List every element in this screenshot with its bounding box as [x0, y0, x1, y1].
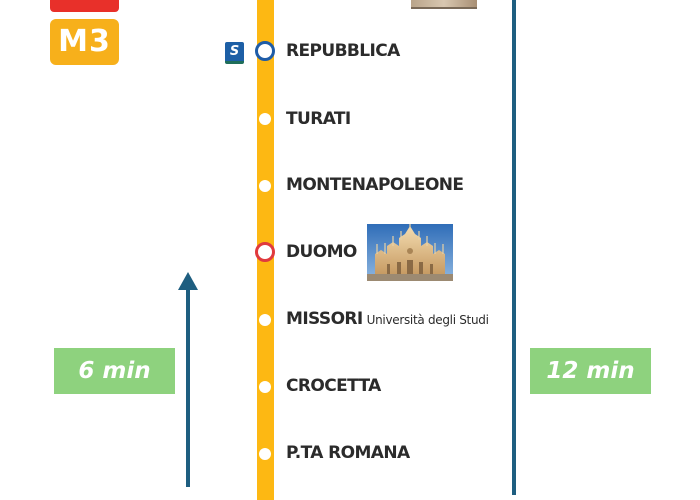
station-label-duomo: DUOMO	[286, 242, 357, 262]
station-marker-turati	[259, 113, 271, 125]
station-label-turati: TURATI	[286, 109, 351, 129]
station-label-montenapoleone: MONTENAPOLEONE	[286, 175, 464, 195]
travel-time-6min: 6 min	[54, 348, 175, 394]
station-marker-porta-romana	[259, 448, 271, 460]
suburban-railway-icon: S	[225, 42, 244, 64]
station-marker-montenapoleone	[259, 180, 271, 192]
travel-time-12min: 12 min	[530, 348, 651, 394]
travel-arrow-left	[186, 286, 190, 487]
station-marker-repubblica	[255, 41, 275, 61]
station-marker-missori	[259, 314, 271, 326]
station-label-repubblica: REPUBBLICA	[286, 41, 400, 61]
station-marker-crocetta	[259, 381, 271, 393]
landmark-photo	[411, 0, 477, 9]
duomo-cathedral-photo	[367, 224, 453, 281]
arrow-up-icon	[178, 272, 198, 290]
station-label-porta-romana: P.TA ROMANA	[286, 443, 410, 463]
station-label-crocetta: CROCETTA	[286, 376, 381, 396]
travel-arrow-right	[512, 0, 516, 495]
station-sublabel-missori: Università degli Studi	[366, 313, 489, 327]
line-badge-red	[50, 0, 119, 12]
station-marker-duomo	[255, 242, 275, 262]
metro-m3-icon: M3	[50, 19, 119, 65]
